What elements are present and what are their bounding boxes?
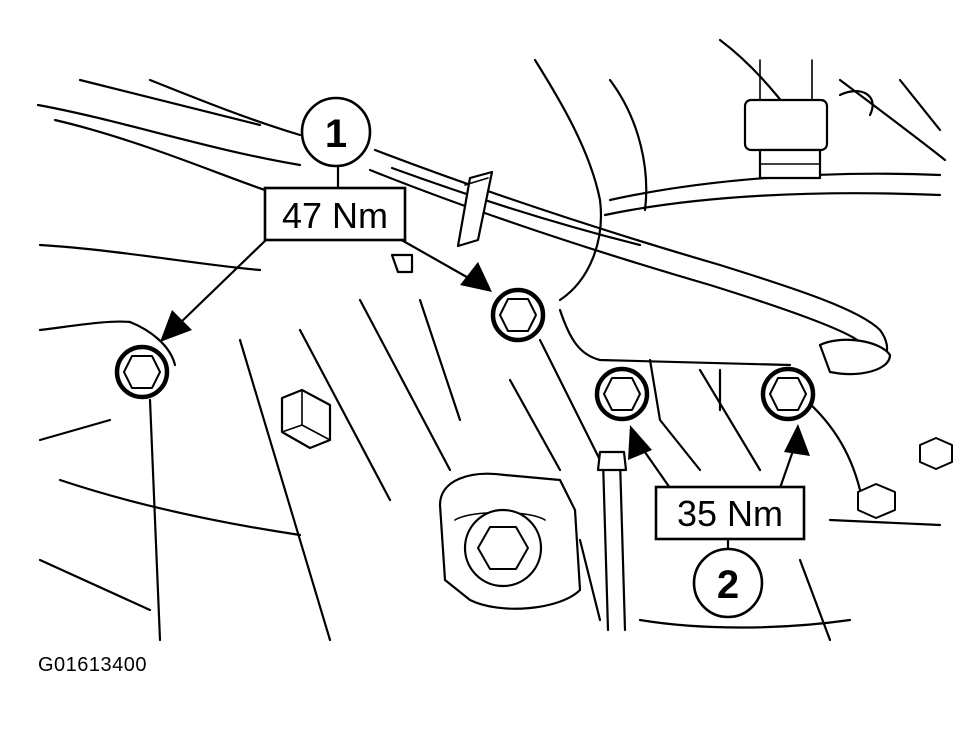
- callout-1: 1 47 Nm: [263, 96, 407, 242]
- housing-bolt: [463, 508, 543, 588]
- leader-lines-2: [628, 424, 810, 555]
- arrowhead-2a: [628, 425, 652, 460]
- callout-1-number: 1: [325, 112, 347, 156]
- arrowhead-1b: [460, 262, 492, 292]
- right-bolt-upper: [919, 437, 953, 470]
- bolt-2b: [760, 366, 816, 422]
- callout-2: 35 Nm 2: [654, 485, 806, 619]
- arrowhead-1a: [160, 310, 192, 342]
- engine-line-art: [36, 38, 953, 642]
- callout-1-torque: 47 Nm: [282, 195, 388, 236]
- right-bolt-lower: [857, 483, 896, 519]
- bolt-2a: [594, 366, 650, 422]
- callout-2-torque: 35 Nm: [677, 493, 783, 534]
- bolt-1a: [114, 344, 170, 400]
- arrowhead-2b: [784, 424, 810, 456]
- bolt-1b: [490, 287, 546, 343]
- figure-id: G01613400: [38, 654, 148, 676]
- leader-lines-1: [160, 158, 492, 342]
- callout-2-number: 2: [717, 563, 739, 607]
